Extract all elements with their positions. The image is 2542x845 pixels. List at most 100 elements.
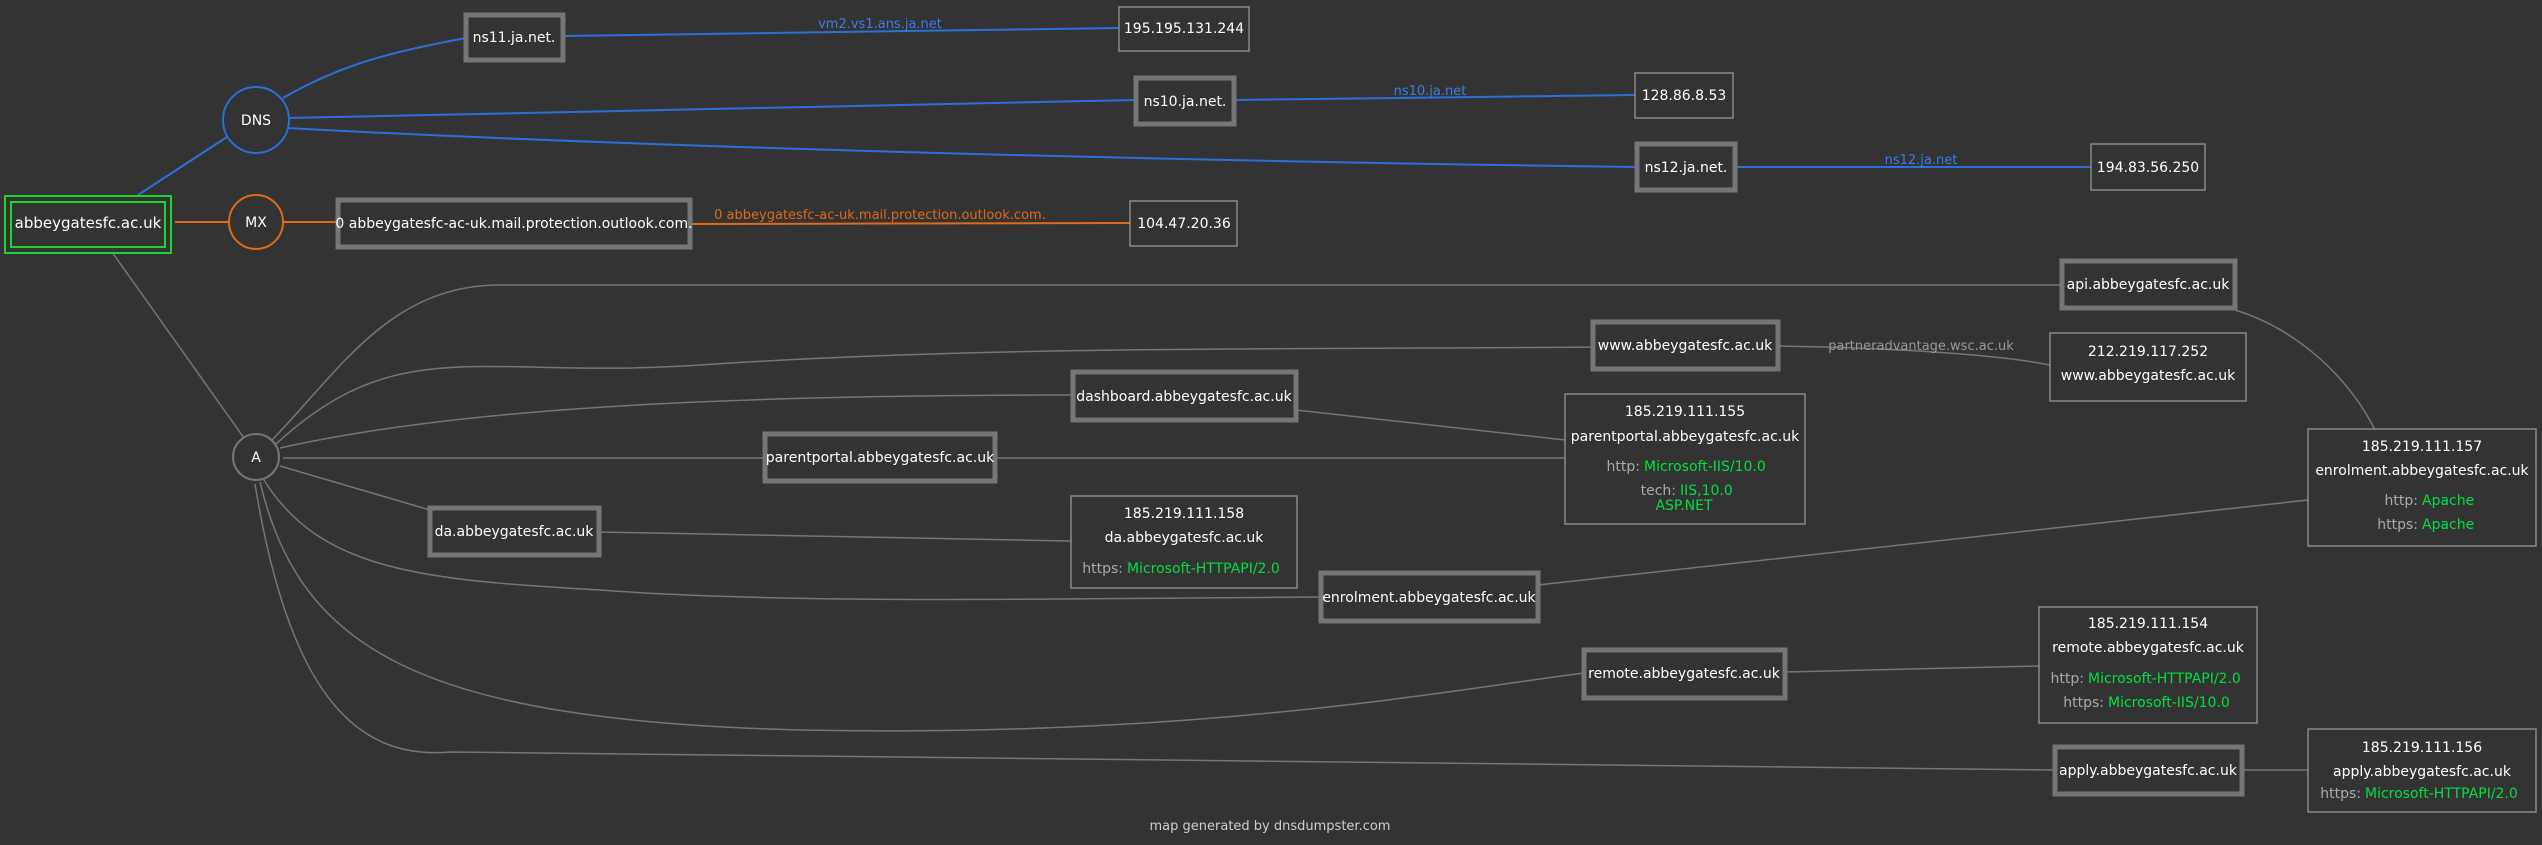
ns11-node[interactable]: ns11.ja.net.	[463, 12, 566, 63]
a-group-label: A	[251, 450, 261, 466]
host-enrolment-node[interactable]: enrolment.abbeygatesfc.ac.uk	[1318, 570, 1541, 624]
edge-root-dns	[137, 134, 231, 196]
ns10-label: ns10.ja.net.	[1144, 94, 1227, 110]
ip-158-node[interactable]: 185.219.111.158 da.abbeygatesfc.ac.uk ht…	[1070, 495, 1298, 589]
mx-group-label: MX	[245, 215, 267, 231]
ip-158-https-label: https:	[1082, 561, 1123, 577]
edge-enrolment-ip	[1537, 499, 2309, 586]
dns-group-node[interactable]: DNS	[222, 86, 290, 154]
ip-154-http-server: Microsoft-HTTPAPI/2.0	[2088, 671, 2241, 687]
ip-154-https-server: Microsoft-IIS/10.0	[2108, 695, 2230, 711]
ip-155-tech-aspnet: ASP.NET	[1655, 498, 1712, 514]
root-node[interactable]: abbeygatesfc.ac.uk	[4, 195, 172, 254]
ip-156-name: apply.abbeygatesfc.ac.uk	[2333, 764, 2512, 780]
ip-154-address: 185.219.111.154	[2088, 616, 2208, 632]
edge-dashboard-ip	[1295, 409, 1566, 441]
mx-ip-label: 104.47.20.36	[1137, 216, 1231, 232]
ip-157-https-server: Apache	[2422, 517, 2474, 533]
a-group-node[interactable]: A	[232, 433, 280, 481]
ns12-ip-node[interactable]: 194.83.56.250	[2090, 143, 2206, 191]
ip-156-node[interactable]: 185.219.111.156 apply.abbeygatesfc.ac.uk…	[2307, 728, 2537, 813]
ns10-ip-label: 128.86.8.53	[1642, 88, 1727, 104]
ip-154-https-label: https:	[2063, 695, 2104, 711]
edge-dns-ns12	[286, 127, 1638, 168]
host-www-label: www.abbeygatesfc.ac.uk	[1598, 338, 1773, 354]
ip-157-http-label: http:	[2385, 493, 2418, 509]
host-dashboard-label: dashboard.abbeygatesfc.ac.uk	[1076, 389, 1292, 405]
mx-ip-node[interactable]: 104.47.20.36	[1129, 200, 1238, 247]
host-da-node[interactable]: da.abbeygatesfc.ac.uk	[427, 505, 602, 558]
ip-154-node[interactable]: 185.219.111.154 remote.abbeygatesfc.ac.u…	[2038, 606, 2258, 724]
ns12-label: ns12.ja.net.	[1645, 160, 1728, 176]
host-api-node[interactable]: api.abbeygatesfc.ac.uk	[2059, 258, 2238, 311]
edge-label-mx: 0 abbeygatesfc-ac-uk.mail.protection.out…	[714, 208, 1046, 223]
ip-156-https-label: https:	[2320, 786, 2361, 802]
ip-158-address: 185.219.111.158	[1124, 506, 1244, 522]
ip-155-http-label: http:	[1607, 459, 1640, 475]
ip-155-node[interactable]: 185.219.111.155 parentportal.abbeygatesf…	[1564, 393, 1806, 525]
ip-157-name: enrolment.abbeygatesfc.ac.uk	[2315, 463, 2529, 479]
ip-156-https-server: Microsoft-HTTPAPI/2.0	[2365, 786, 2518, 802]
edge-label-ns12: ns12.ja.net	[1885, 153, 1958, 168]
edge-da-ip	[598, 531, 1072, 542]
edge-a-dashboard	[279, 394, 1074, 449]
ip-154-http-label: http:	[2051, 671, 2084, 687]
host-remote-node[interactable]: remote.abbeygatesfc.ac.uk	[1581, 647, 1788, 701]
edge-a-apply	[254, 483, 2056, 771]
ns10-ip-node[interactable]: 128.86.8.53	[1634, 72, 1734, 119]
ip-156-address: 185.219.111.156	[2362, 740, 2482, 756]
edges	[111, 27, 2376, 771]
ip-157-https-label: https:	[2377, 517, 2418, 533]
ip-157-http-server: Apache	[2422, 493, 2474, 509]
host-dashboard-node[interactable]: dashboard.abbeygatesfc.ac.uk	[1070, 369, 1299, 423]
ip-158-name: da.abbeygatesfc.ac.uk	[1105, 530, 1265, 546]
ip-www-name: www.abbeygatesfc.ac.uk	[2061, 368, 2236, 384]
ip-157-address: 185.219.111.157	[2362, 439, 2482, 455]
ns11-label: ns11.ja.net.	[473, 30, 556, 46]
ip-157-node[interactable]: 185.219.111.157 enrolment.abbeygatesfc.a…	[2307, 428, 2537, 547]
mx-group-node[interactable]: MX	[228, 194, 284, 250]
host-parentportal-node[interactable]: parentportal.abbeygatesfc.ac.uk	[762, 431, 998, 484]
edge-dns-ns10	[288, 99, 1137, 119]
ns11-ip-node[interactable]: 195.195.131.244	[1118, 6, 1250, 52]
host-api-label: api.abbeygatesfc.ac.uk	[2067, 277, 2231, 293]
edge-a-www	[275, 346, 1594, 445]
footer-credit: map generated by dnsdumpster.com	[1150, 819, 1391, 834]
host-parentportal-label: parentportal.abbeygatesfc.ac.uk	[766, 450, 995, 466]
host-da-label: da.abbeygatesfc.ac.uk	[435, 524, 595, 540]
mx-host-node[interactable]: 0 abbeygatesfc-ac-uk.mail.protection.out…	[335, 197, 693, 250]
host-apply-node[interactable]: apply.abbeygatesfc.ac.uk	[2052, 744, 2245, 797]
mx-host-label: 0 abbeygatesfc-ac-uk.mail.protection.out…	[335, 216, 692, 232]
ip-155-address: 185.219.111.155	[1625, 404, 1745, 420]
host-apply-label: apply.abbeygatesfc.ac.uk	[2059, 763, 2238, 779]
edge-remote-ip	[1784, 665, 2040, 673]
ip-155-tech-iis: IIS,10.0	[1680, 483, 1733, 499]
ip-154-name: remote.abbeygatesfc.ac.uk	[2052, 640, 2245, 656]
host-www-node[interactable]: www.abbeygatesfc.ac.uk	[1590, 319, 1781, 372]
host-enrolment-label: enrolment.abbeygatesfc.ac.uk	[1322, 590, 1536, 606]
edge-a-da	[279, 465, 431, 511]
edge-a-api	[271, 284, 2062, 441]
edge-label-ns11: vm2.vs1.ans.ja.net	[818, 17, 942, 32]
ip-155-http-server: Microsoft-IIS/10.0	[1644, 459, 1766, 475]
ip-155-tech-label: tech:	[1641, 483, 1676, 499]
edge-api-ip	[2234, 309, 2376, 431]
edge-a-remote	[259, 481, 1585, 732]
root-domain-label: abbeygatesfc.ac.uk	[15, 214, 162, 232]
edge-root-a	[111, 251, 245, 439]
ip-www-node[interactable]: 212.219.117.252 www.abbeygatesfc.ac.uk	[2049, 332, 2247, 402]
ip-158-https-server: Microsoft-HTTPAPI/2.0	[1127, 561, 1280, 577]
host-remote-label: remote.abbeygatesfc.ac.uk	[1588, 666, 1781, 682]
ns12-node[interactable]: ns12.ja.net.	[1634, 141, 1738, 193]
edge-a-enrolment	[263, 479, 1322, 601]
edge-www-ip	[1777, 345, 2051, 366]
edge-mx-ip	[689, 222, 1131, 225]
ns10-node[interactable]: ns10.ja.net.	[1133, 75, 1237, 127]
edge-dns-ns11	[282, 37, 467, 99]
ip-www-address: 212.219.117.252	[2088, 344, 2208, 360]
edge-label-ns10: ns10.ja.net	[1394, 84, 1467, 99]
ns11-ip-label: 195.195.131.244	[1124, 21, 1244, 37]
edge-ns10-ip	[1233, 94, 1636, 101]
edge-label-www: partneradvantage.wsc.ac.uk	[1828, 339, 2014, 354]
